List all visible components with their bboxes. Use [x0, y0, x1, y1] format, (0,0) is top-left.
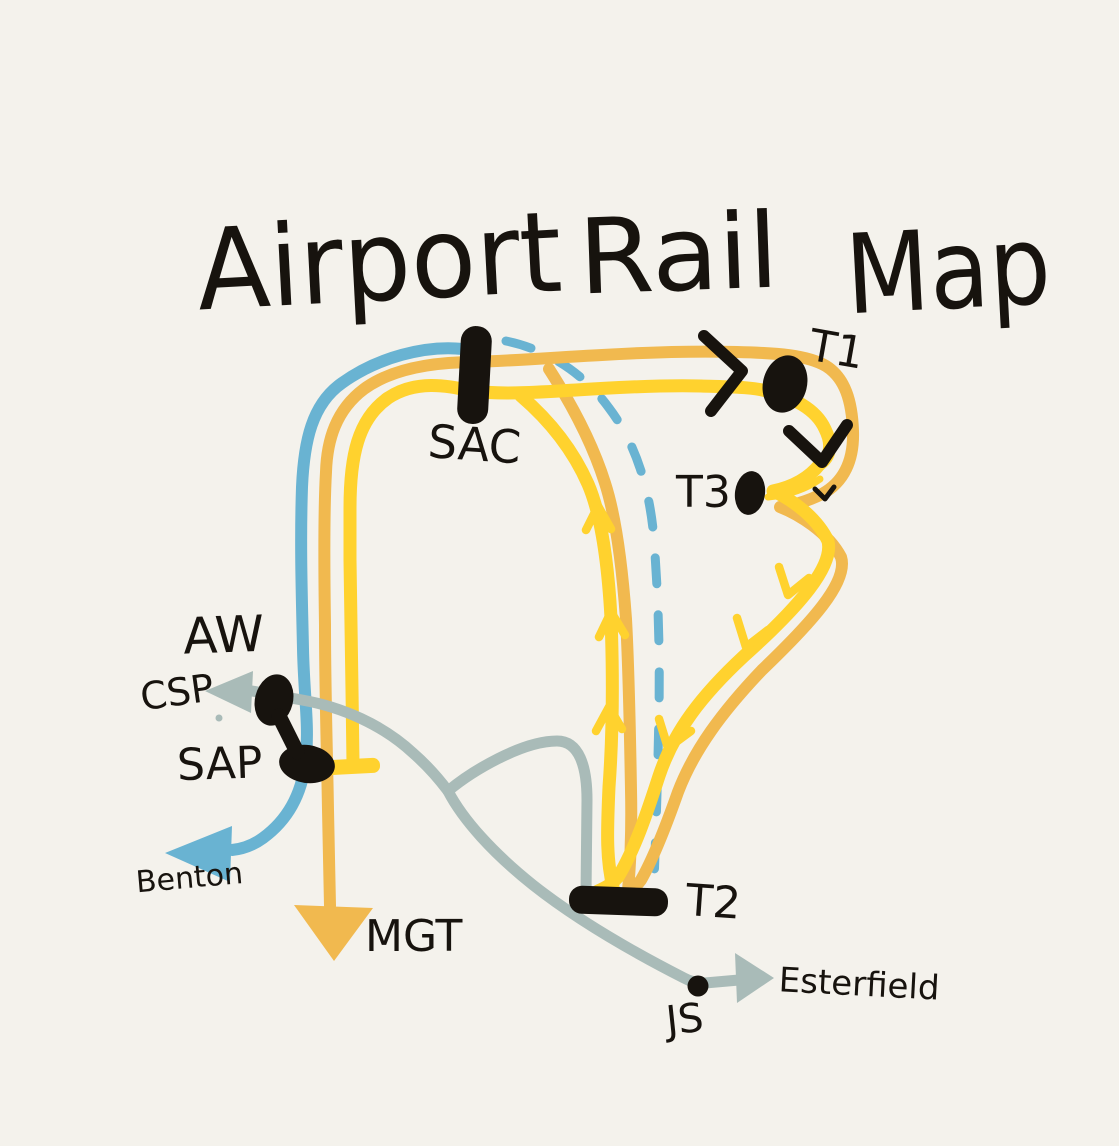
label-mgt: MGT [365, 911, 462, 962]
label-aw: AW [182, 605, 265, 666]
gray-speck [215, 714, 223, 722]
label-t1: T1 [804, 320, 868, 380]
benton-arrowhead [165, 826, 232, 882]
t1-approach-arrow [698, 330, 748, 417]
station-marker-t3 [734, 471, 766, 515]
csp-arrowhead [205, 671, 253, 713]
label-csp: CSP [137, 665, 216, 719]
label-js: JS [661, 995, 706, 1045]
station-marker-t1 [762, 355, 808, 413]
label-t2: T2 [683, 875, 742, 930]
title-word-rail: Rail [576, 190, 780, 319]
amber-middle-branch [543, 363, 638, 897]
mgt-arrowhead [294, 905, 373, 961]
yellow-terminus-bar [325, 757, 381, 776]
esterfield-arrowhead [735, 953, 774, 1003]
gray-line-main [246, 685, 454, 797]
station-marker-t2 [568, 885, 669, 917]
t3-fan-stroke [764, 475, 824, 501]
t3-approach-arrow [783, 419, 853, 468]
label-esterfield: Esterfield [778, 960, 941, 1008]
amber-loop-line [318, 345, 860, 912]
station-marker-sac [457, 326, 492, 425]
title-word-map: Map [842, 201, 1053, 340]
label-sap: SAP [176, 737, 263, 791]
aw-sap-interchange-connector [271, 708, 305, 760]
title-word-airport: Airport [193, 188, 564, 337]
gray-line-t2-branch [442, 735, 593, 901]
small-down-chevron [812, 484, 837, 502]
label-t3: T3 [675, 467, 731, 518]
direction-chevrons-up [581, 501, 630, 736]
station-marker-js [687, 975, 709, 997]
blue-line [226, 342, 469, 856]
direction-chevrons-diagonal [654, 562, 814, 753]
label-sac: SAC [426, 414, 522, 474]
